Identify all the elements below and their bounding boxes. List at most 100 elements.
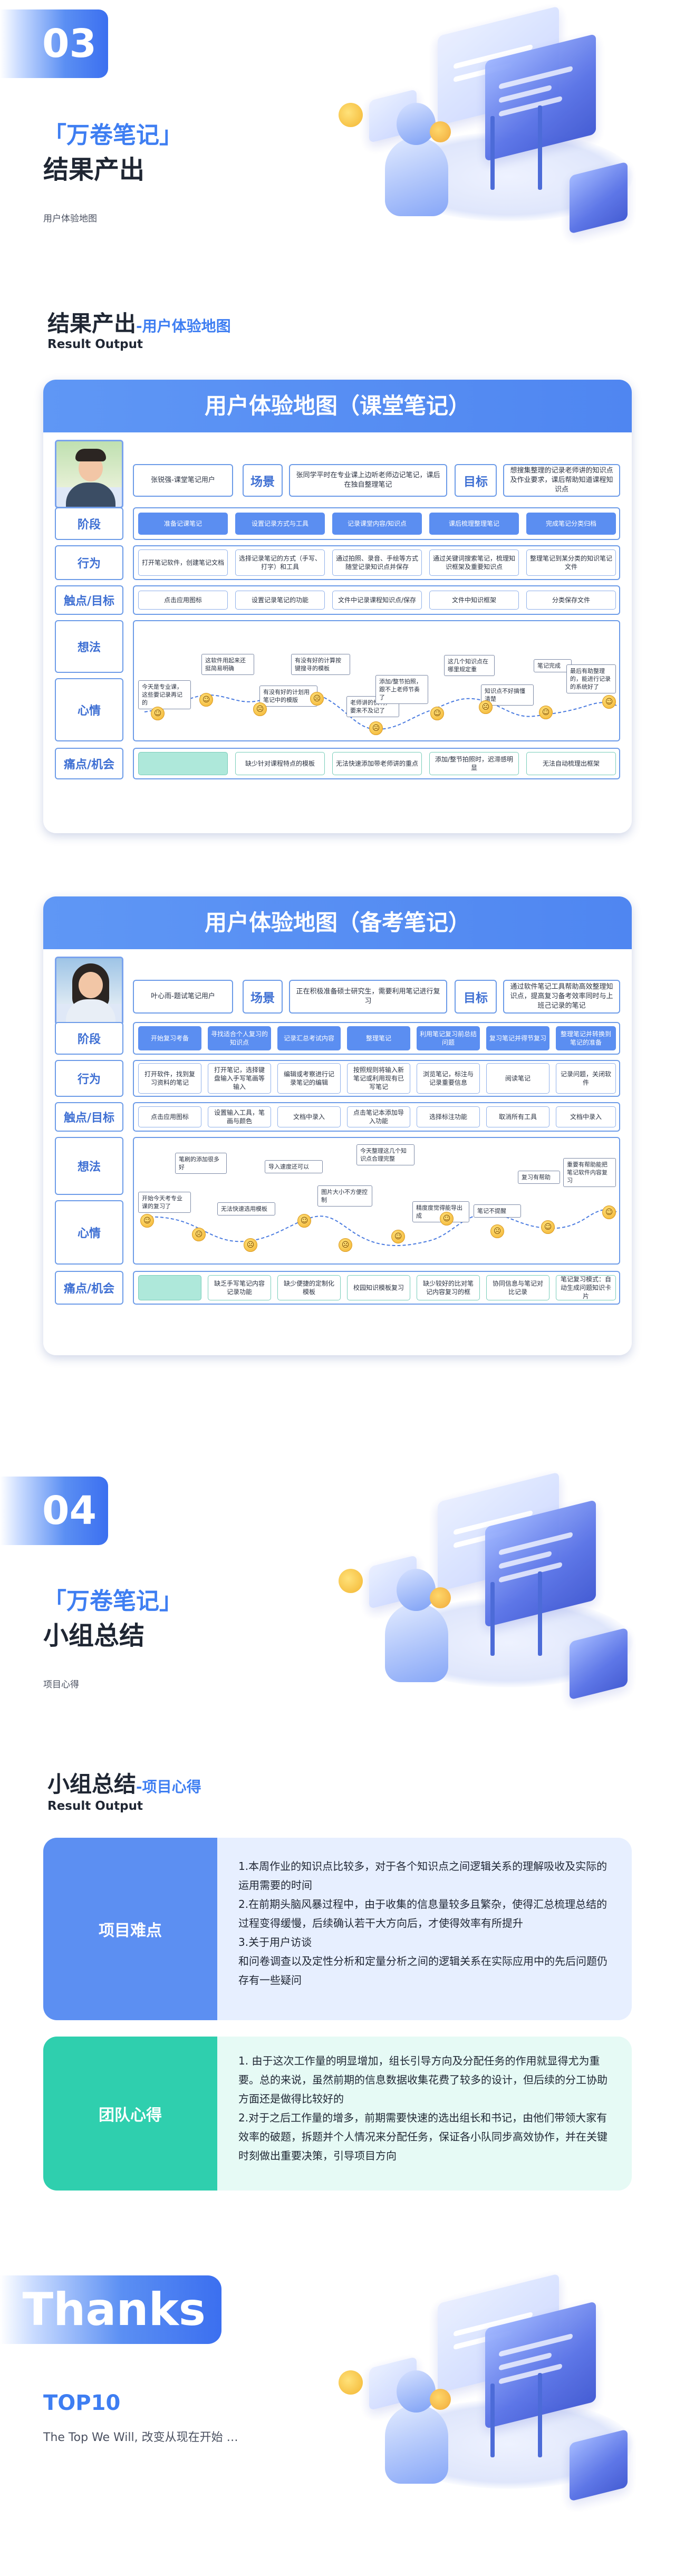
action-cell: 整理笔记到某分类的知识笔记文件 [526,549,616,576]
map-title: 用户体验地图（课堂笔记） [43,380,632,432]
thought-bubble: 重要有帮助能把笔记软件内容复习 [563,1158,616,1187]
action-cell: 阅读笔记 [486,1063,549,1094]
pain-cell: 无法快速添加带老师讲的重点 [332,752,422,775]
thought-bubble: 无法快速选用模板 [217,1202,275,1215]
action-cell: 通过关键词搜索笔记，梳理知识框架及重要知识点 [429,549,519,576]
summary-row-difficulty: 项目难点 1.本周作业的知识点比较多，对于各个知识点之间逻辑关系的理解吸收及实际… [43,1838,632,2020]
thanks-tagline: The Top We Will, 改变从现在开始 … [43,2431,238,2444]
pain-cell [138,752,228,775]
emoji-happy-icon: ☺ [541,1220,555,1234]
emoji-happy-icon: ☺ [151,707,165,720]
scene-tag: 场景 [243,980,283,1014]
persona-avatar [55,957,123,1025]
summary-label: 项目难点 [43,1838,217,2020]
emoji-happy-icon: ☺ [140,1214,154,1228]
row-label-thought: 想法 [55,1137,123,1195]
thought-bubble: 复习有帮助 [518,1171,560,1184]
emoji-sad-icon: ☹ [369,721,383,735]
row-label-stage: 阶段 [55,507,123,540]
experience-map-classroom: 用户体验地图（课堂笔记） 张锐强-课堂笔记用户 场景 张同学平时在专业课上边听老… [43,380,632,833]
emoji-icon [430,121,451,142]
touchpoint-cell: 取消所有工具 [486,1106,549,1127]
section-title: 结果产出 [43,155,145,185]
section-title: 小组总结 [43,1621,145,1651]
thought-bubble: 图片大小不方便控制 [317,1185,372,1207]
action-cell: 通过拍照、录音、手绘等方式随堂记录知识点并保存 [332,549,422,576]
thought-bubble: 笔刷的添加很多好 [175,1153,227,1174]
section-kicker: 「万卷笔记」 [43,1588,182,1615]
section-number-badge: 03 [0,9,108,78]
stage-cell: 整理笔记并转换到笔记的准备 [556,1026,616,1050]
emoji-icon [430,2389,451,2410]
stage-cell: 开始复习考备 [138,1026,201,1050]
emoji-neutral-icon: ☹ [192,1228,206,1241]
touchpoint-cell: 分类保存文件 [526,591,616,610]
section-heading-en: Result Output [47,1799,143,1813]
emoji-happy-icon: ☺ [199,693,213,707]
touchpoint-cell: 点击笔记本添加导入功能 [347,1106,410,1127]
row-label-mood: 心情 [55,1200,123,1265]
emoji-neutral-icon: ☹ [253,702,267,716]
stage-cell: 整理笔记 [347,1026,410,1050]
summary-text: 1. 由于这次工作量的明显增加，组长引导方向及分配任务的作用就显得尤为重要。总的… [238,2054,608,2162]
pain-cell: 添加/整节拍照时，迟滞感明显 [429,752,519,775]
thought-bubble: 笔记完成 [534,659,572,672]
thought-bubble: 笔记不提醒 [474,1204,521,1218]
summary-row-reflection: 团队心得 1. 由于这次工作量的明显增加，组长引导方向及分配任务的作用就显得尤为… [43,2037,632,2191]
thought-bubble: 导入速度还可以 [265,1160,323,1173]
goal-text: 想搜集整理的记录老师讲的知识点及作业要求，课后帮助知道课程知识点 [503,464,620,497]
lightbulb-icon [339,1569,363,1593]
row-label-pain: 痛点/机会 [55,1271,123,1305]
thought-bubble: 有没有好的计算按键搜寻的模板 [291,654,350,675]
thought-bubble: 今天整理这几个知识点合理完整 [356,1144,414,1165]
hero-illustration [327,1472,643,1724]
persona-avatar [55,440,123,508]
emoji-icon [430,1587,451,1608]
thought-bubble: 有没有好的计划用笔记中的模版 [259,686,317,707]
action-cell: 编辑或考察进行记录笔记的编辑 [277,1063,341,1094]
section-kicker: 「万卷笔记」 [43,122,182,149]
persona-name: 张锐强-课堂笔记用户 [133,464,233,497]
thought-bubble: 添加/整节拍照，跟不上老师节奏了 [375,675,428,704]
action-cell: 打开软件，找到复习资料的笔记 [138,1063,201,1094]
pain-cell [138,1275,201,1300]
touchpoint-cell: 设置记录笔记的功能 [235,591,325,610]
row-label-action: 行为 [55,1060,123,1097]
section-number-badge: 04 [0,1477,108,1545]
scene-text: 张同学平时在专业课上边听老师边记笔记，课后在独自整理笔记 [289,464,447,497]
row-label-stage: 阶段 [55,1022,123,1055]
section-heading-en: Result Output [47,337,143,351]
lightbulb-icon [339,103,363,127]
scene-text: 正在积极准备硕士研究生，需要利用笔记进行复习 [289,980,447,1014]
map-title: 用户体验地图（备考笔记） [43,896,632,949]
row-label-mood: 心情 [55,678,123,741]
thought-bubble: 这软件用起来还挺简易明确 [201,654,254,675]
thought-bubble: 最后有助整理的，能进行记录的系统好了 [566,664,616,693]
experience-map-exam: 用户体验地图（备考笔记） 叶心雨-题试笔记用户 场景 正在积极准备硕士研究生，需… [43,896,632,1355]
goal-text: 通过软件笔记工具帮助高效整理知识点，提高复习备考效率同时与上班己记录的笔记 [503,980,620,1014]
touchpoint-cell: 设置输入工具，笔画与颜色 [208,1106,271,1127]
stage-cell: 准备记课笔记 [138,513,228,535]
goal-tag: 目标 [455,464,497,497]
goal-tag: 目标 [455,980,497,1014]
action-cell: 打开笔记软件，创建笔记文档 [138,549,228,576]
thought-bubble: 这几个知识点在哪里规定重 [444,655,495,676]
action-cell: 浏览笔记，标注与记录重要信息 [417,1063,480,1094]
emoji-happy-icon: ☺ [297,1214,311,1228]
summary-text: 1.本周作业的知识点比较多，对于各个知识点之间逻辑关系的理解吸收及实际的运用需要… [238,1860,608,1986]
thought-bubble: 今天是专业课，这些要记录再记的 [138,680,191,709]
stage-cell: 课后梳理整理笔记 [429,513,519,535]
row-label-touchpoint: 触点/目标 [55,1102,123,1132]
emoji-happy-icon: ☺ [602,695,616,709]
touchpoint-cell: 选择标注功能 [417,1106,480,1127]
summary-label: 团队心得 [43,2037,217,2191]
hero-illustration [327,2273,643,2526]
section-note: 项目心得 [43,1680,79,1690]
stage-cell: 利用笔记复习前总结问题 [417,1026,480,1050]
emoji-happy-icon: ☺ [539,706,553,719]
pain-cell: 缺乏手写笔记内容记录功能 [208,1275,271,1300]
row-label-touchpoint: 触点/目标 [55,585,123,615]
emoji-sad-icon: ☹ [244,1238,257,1252]
pain-cell: 校园知识模板复习 [347,1275,410,1300]
emoji-happy-icon: ☺ [430,707,444,720]
